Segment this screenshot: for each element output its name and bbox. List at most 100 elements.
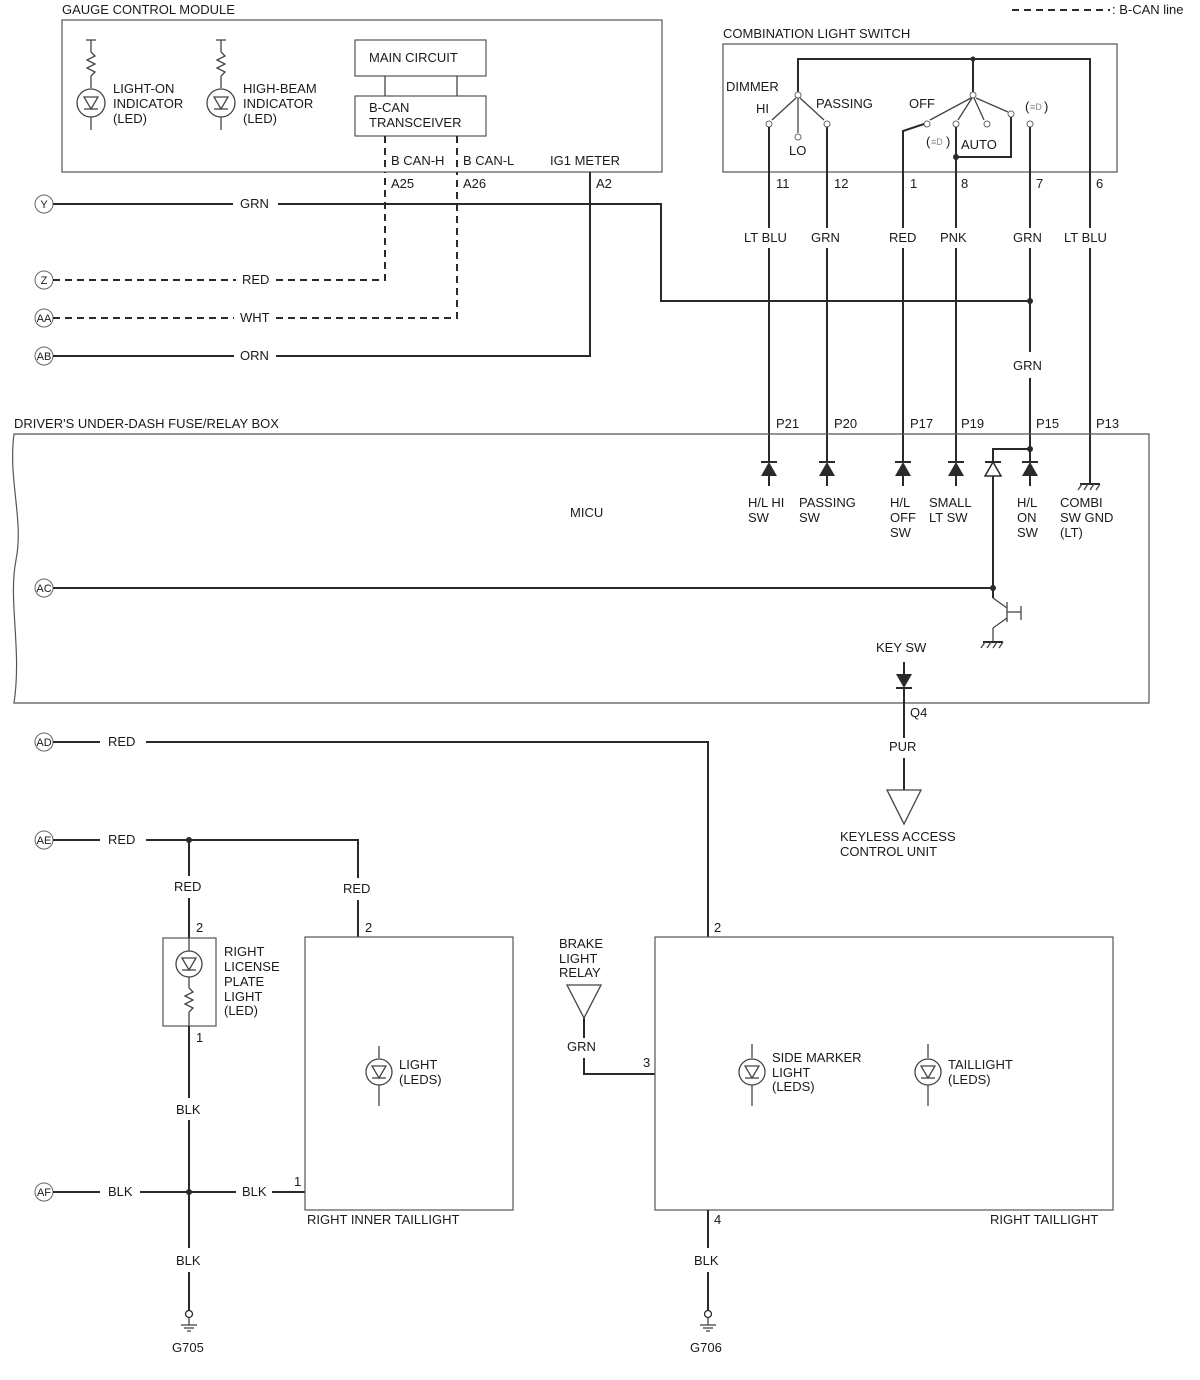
high-beam-label-1: HIGH-BEAM: [243, 81, 317, 96]
keyless-connector-icon: [885, 789, 923, 826]
taillight-title: RIGHT TAILLIGHT: [990, 1212, 1098, 1227]
wire-ae-color: RED: [108, 832, 135, 847]
svg-text:≡D: ≡D: [1030, 102, 1042, 112]
wire-color-grn-lower: GRN: [1013, 358, 1042, 373]
brake-relay-connector-icon: [565, 984, 603, 1020]
fuse-pin-p19: P19: [961, 416, 984, 431]
auto-label: AUTO: [961, 137, 997, 152]
fuse-pin-p20: P20: [834, 416, 857, 431]
brake-label-3: RELAY: [559, 965, 601, 980]
wire-af-color: BLK: [108, 1184, 133, 1199]
switch-title: COMBINATION LIGHT SWITCH: [723, 26, 910, 41]
keyless-label-2: CONTROL UNIT: [840, 844, 937, 859]
inner-taillight-title: RIGHT INNER TAILLIGHT: [307, 1212, 459, 1227]
inner-light-label-1: LIGHT: [399, 1057, 437, 1072]
combination-light-switch: COMBINATION LIGHT SWITCH DIMMER HI LO PA…: [722, 26, 1118, 191]
main-circuit-label: MAIN CIRCUIT: [369, 50, 458, 65]
b-can-l-label: B CAN-L: [463, 153, 514, 168]
fuse-box-title: DRIVER'S UNDER-DASH FUSE/RELAY BOX: [14, 416, 279, 431]
switch-pin-12: 12: [834, 176, 848, 191]
connector-y-label: Y: [40, 199, 48, 211]
contact-small: [952, 120, 960, 128]
left-wires: Y GRN Z RED AA WHT AB ORN: [34, 172, 1030, 366]
taillight-box: [654, 936, 1114, 1211]
micu-label: MICU: [570, 505, 603, 520]
switch-wires: LT BLU GRN RED PNK GRN GRN LT BLU: [744, 172, 1107, 484]
wire-y-color: GRN: [240, 196, 269, 211]
sw-passing-2: SW: [799, 510, 821, 525]
contact-on-b: [1026, 120, 1034, 128]
side-marker-label-3: (LEDS): [772, 1079, 815, 1094]
contact-lo: [794, 133, 802, 141]
light-on-label-3: (LED): [113, 111, 147, 126]
taillight-pin-top: 2: [714, 920, 721, 935]
wire-ad: [146, 741, 709, 937]
license-plate-light: RED 2 RIGHT LICENSE PLATE LIGHT (LED) 1 …: [162, 879, 280, 1355]
connector-ab-label: AB: [37, 351, 52, 363]
off-label: OFF: [909, 96, 935, 111]
light-on-led-icon: [76, 39, 106, 130]
lo-label: LO: [789, 143, 806, 158]
wire-ae-group: AE RED: [34, 830, 359, 878]
side-marker-label-1: SIDE MARKER: [772, 1050, 862, 1065]
light-on-label-1: LIGHT-ON: [113, 81, 174, 96]
connector-ae-label: AE: [37, 835, 52, 847]
sw-hl-on-1: H/L: [1017, 495, 1037, 510]
keyless-access: Q4 PUR KEYLESS ACCESS CONTROL UNIT: [840, 703, 956, 859]
transistor-icon: [980, 597, 1022, 649]
contact-hi: [765, 120, 773, 128]
sw-hl-on-2: ON: [1017, 510, 1037, 525]
contact-auto: [983, 120, 991, 128]
switch-pin-1: 1: [910, 176, 917, 191]
brake-label-2: LIGHT: [559, 951, 597, 966]
taillight-label-1: TAILLIGHT: [948, 1057, 1013, 1072]
license-label-4: LIGHT: [224, 989, 262, 1004]
license-label-3: PLATE: [224, 974, 265, 989]
taillight-wire-bottom: BLK: [694, 1253, 719, 1268]
wire-color-ltblu-2: LT BLU: [1064, 230, 1107, 245]
transceiver-box: [354, 95, 487, 137]
license-pin-bottom: 1: [196, 1030, 203, 1045]
fuse-box-outline: [12, 433, 1150, 704]
passing-label: PASSING: [816, 96, 873, 111]
inner-taillight-box: [304, 936, 514, 1211]
gauge-title: GAUGE CONTROL MODULE: [62, 2, 235, 17]
connector-z-label: Z: [41, 275, 48, 287]
key-sw-label: KEY SW: [876, 640, 927, 655]
sw-hl-on-3: SW: [1017, 525, 1039, 540]
right-taillight: 2 3 SIDE MARKER LIGHT (LEDS) TAILLIGHT (…: [643, 920, 1114, 1355]
svg-text:≡D: ≡D: [931, 137, 943, 147]
sw-hl-hi-1: H/L HI: [748, 495, 784, 510]
gauge-box: [61, 19, 663, 173]
switch-pin-11: 11: [776, 176, 790, 191]
sw-hl-off-3: SW: [890, 525, 912, 540]
hi-label: HI: [756, 101, 769, 116]
wire-color-pnk: PNK: [940, 230, 967, 245]
inner-wire-left: BLK: [242, 1184, 267, 1199]
license-label-5: (LED): [224, 1003, 258, 1018]
switch-box: [722, 43, 1118, 173]
sw-small-1: SMALL: [929, 495, 972, 510]
brake-label-1: BRAKE: [559, 936, 603, 951]
contact-on-a: [1007, 110, 1015, 118]
diode-passing-icon: [819, 461, 835, 486]
sw-hl-hi-2: SW: [748, 510, 770, 525]
license-led-icon: [175, 938, 203, 1026]
license-pin-top: 2: [196, 920, 203, 935]
switch-pin-8: 8: [961, 176, 968, 191]
connector-ad-label: AD: [36, 737, 51, 749]
legend-label: : B-CAN line: [1112, 2, 1184, 17]
transceiver-label-1: B-CAN: [369, 100, 409, 115]
license-wire-bottom: BLK: [176, 1102, 201, 1117]
fuse-pin-p21: P21: [776, 416, 799, 431]
pin-a26: A26: [463, 176, 486, 191]
fuse-pin-p13: P13: [1096, 416, 1119, 431]
taillight-label-2: (LEDS): [948, 1072, 991, 1087]
fuse-pin-p15: P15: [1036, 416, 1059, 431]
inner-pin-top: 2: [365, 920, 372, 935]
license-wire-top: RED: [174, 879, 201, 894]
fuse-pin-p17: P17: [910, 416, 933, 431]
high-beam-led-icon: [206, 39, 236, 130]
diode-small-icon: [948, 461, 964, 486]
wire-ad-color: RED: [108, 734, 135, 749]
